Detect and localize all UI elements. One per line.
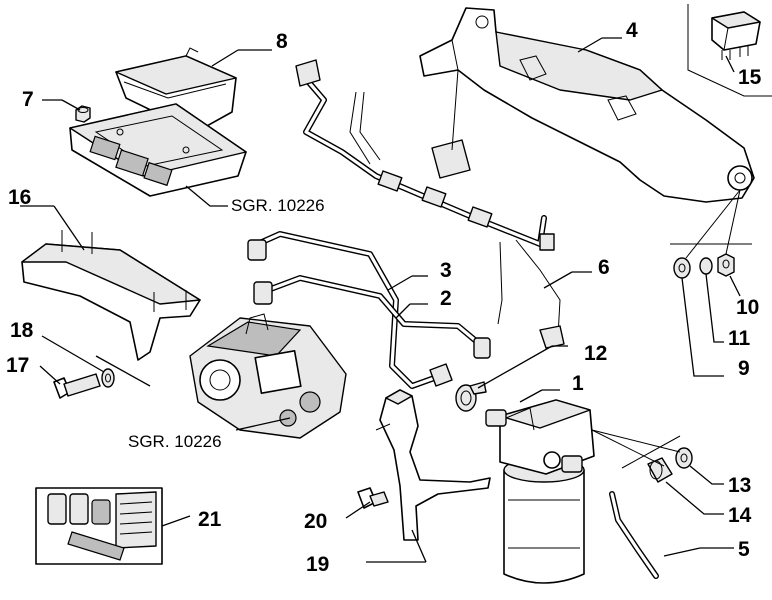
nut-part-10[interactable] [717,253,741,297]
callout-16: 16 [8,186,31,209]
relay-part-15[interactable] [687,4,772,97]
washer-part-11[interactable] [699,257,724,343]
harness-part-6[interactable] [515,239,592,349]
callout-labels: 1 2 3 4 5 6 7 8 9 10 11 12 13 14 15 16 1… [6,19,762,576]
callout-6: 6 [598,256,610,279]
callout-14: 14 [728,504,752,527]
callout-21: 21 [198,508,222,531]
filter-kit-part-21[interactable] [35,487,191,565]
callout-11: 11 [728,327,751,350]
fuel-filter-part-1[interactable] [485,389,595,584]
washer-part-18[interactable] [41,335,151,388]
callout-9: 9 [738,357,750,380]
return-hose-part-5[interactable] [609,491,734,579]
callout-17: 17 [6,354,29,377]
screw-part-20[interactable] [345,487,389,519]
callout-2: 2 [440,287,452,310]
ecu-bracket-part-16[interactable] [20,205,201,361]
injection-pump[interactable] [189,313,347,439]
ecu-cover-part-8[interactable] [115,47,272,133]
callout-3: 3 [440,259,452,282]
mounting-bracket-part-4[interactable] [419,7,755,203]
callout-5: 5 [738,538,750,561]
bolt-part-17[interactable] [39,365,101,399]
callout-20: 20 [304,510,327,533]
pump-reference-label: SGR. 10226 [128,432,222,451]
callout-8: 8 [276,30,288,53]
spacer-part-9[interactable] [673,257,724,377]
fuel-pipe-part-2[interactable] [253,275,491,387]
callout-13: 13 [728,474,751,497]
reference-labels: SGR. 10226 SGR. 10226 [128,196,325,451]
callout-7: 7 [22,88,34,111]
bushing-part-14[interactable] [647,457,724,515]
injector-harness[interactable] [295,59,555,325]
hose-clamp-part-12[interactable] [455,345,568,412]
callout-15: 15 [738,66,762,89]
fuel-pipe-part-3[interactable] [247,231,443,389]
callout-18: 18 [10,319,34,342]
seal-part-13[interactable] [675,447,724,485]
callout-4: 4 [626,19,638,42]
ecu-module[interactable] [69,103,247,207]
filter-bracket-part-19[interactable] [366,389,491,563]
callout-12: 12 [584,342,607,365]
callout-1: 1 [572,372,584,395]
nut-part-7[interactable] [42,99,91,123]
callout-19: 19 [306,553,329,576]
bracket-connector-lines [670,189,752,259]
filter-connector-lines [591,429,681,469]
ecu-reference-label: SGR. 10226 [231,196,325,215]
callout-10: 10 [736,296,759,319]
